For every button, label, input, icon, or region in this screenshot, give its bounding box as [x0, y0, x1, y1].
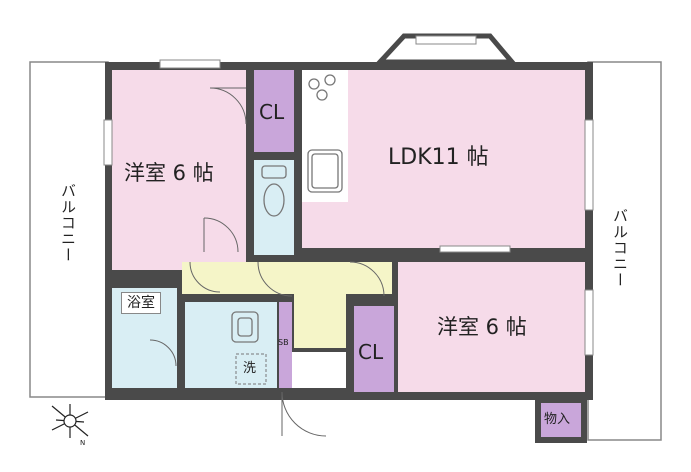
washer-area: [235, 353, 267, 385]
toilet-room: [254, 160, 294, 255]
closet-left-label: CL: [259, 100, 285, 124]
hallway-lower: [294, 262, 346, 348]
closet-left: [254, 70, 294, 152]
hallway: [182, 262, 392, 294]
western-room-right-label: 洋室 6 帖: [437, 315, 527, 339]
closet-right-label: CL: [358, 340, 384, 364]
balcony-right-label: バルコニー: [611, 208, 629, 288]
closet-right: [354, 306, 394, 392]
washroom: [185, 302, 277, 388]
western-room-right: [398, 262, 585, 392]
shoe-box: [279, 302, 292, 388]
western-room-left: [112, 70, 246, 270]
bay-window: [374, 33, 518, 65]
compass-icon: [51, 404, 89, 438]
bath-label: 浴室: [121, 292, 161, 314]
north-mark-label: N: [80, 439, 86, 447]
kitchen-counter: [302, 70, 348, 202]
washer-label: 洗: [243, 361, 257, 376]
balcony-left-label: バルコニー: [59, 183, 77, 263]
balcony-right: [587, 61, 662, 441]
storage: [535, 397, 587, 443]
western-room-left-label: 洋室 6 帖: [124, 161, 214, 185]
shoe-box-label: SB: [278, 338, 289, 347]
ldk-label: LDK11 帖: [388, 145, 489, 170]
entrance: [292, 352, 346, 388]
storage-label: 物入: [544, 412, 571, 427]
ldk-room-lower: [302, 202, 585, 248]
balcony-left: [29, 61, 109, 398]
